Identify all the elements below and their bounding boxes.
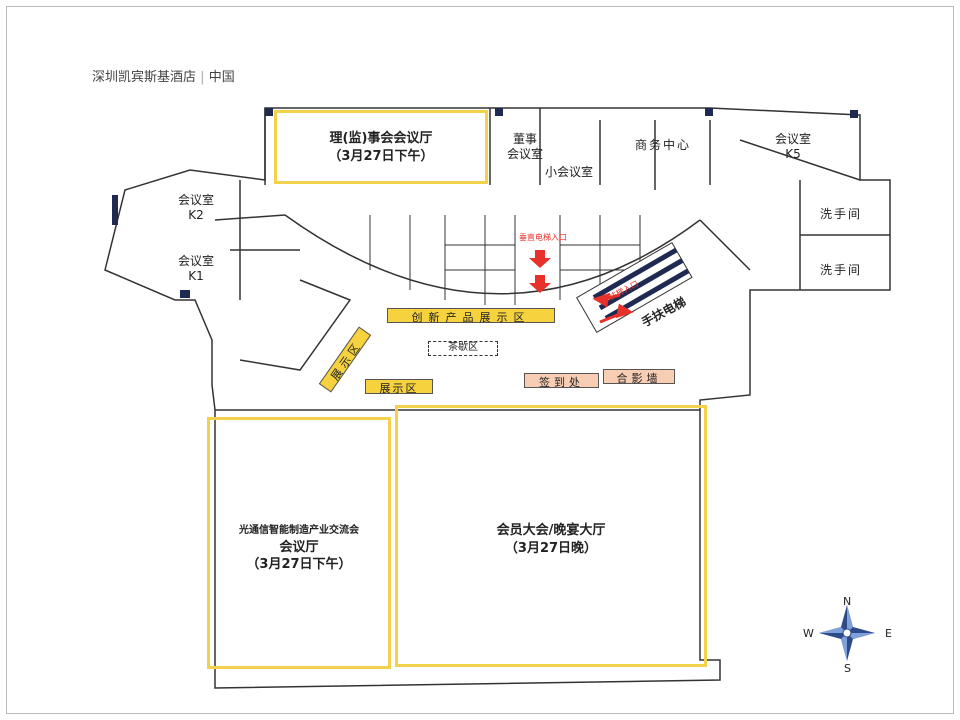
k5-code: K5 bbox=[785, 147, 801, 161]
display-zone[interactable]: 展示区 bbox=[365, 379, 433, 395]
escalator-icon bbox=[576, 241, 693, 334]
compass-icon bbox=[819, 605, 875, 661]
k1-name: 会议室 bbox=[178, 254, 215, 268]
council-hall-time: （3月27日下午） bbox=[328, 149, 434, 164]
tea-break-zone[interactable]: 茶歇区 bbox=[428, 341, 498, 356]
elevator-entry-label: 垂直电梯入口 bbox=[519, 233, 567, 242]
page-frame bbox=[6, 6, 954, 714]
elevator-arrow-icons bbox=[529, 250, 634, 324]
k2-code: K2 bbox=[188, 208, 204, 222]
compass-e: E bbox=[885, 627, 892, 640]
board-room[interactable]: 董事 会议室 bbox=[506, 132, 543, 161]
innovation-zone[interactable]: 创新产品展示区 bbox=[387, 308, 555, 324]
compass-s: S bbox=[844, 662, 851, 675]
hotel-name: 深圳凯宾斯基酒店 bbox=[92, 70, 197, 85]
check-in-desk[interactable]: 签到处 bbox=[524, 373, 599, 389]
photo-wall[interactable]: 合影墙 bbox=[603, 369, 675, 385]
main-hall-name: 会员大会/晚宴大厅 bbox=[496, 523, 606, 538]
hotel-location: 中国 bbox=[208, 70, 235, 85]
council-hall[interactable]: 理(监)事会会议厅 （3月27日下午） bbox=[274, 110, 488, 184]
compass-n: N bbox=[843, 595, 852, 608]
restroom-2[interactable]: 洗手间 bbox=[820, 263, 863, 277]
business-center[interactable]: 商务中心 bbox=[635, 138, 692, 152]
council-hall-name: 理(监)事会会议厅 bbox=[329, 131, 433, 146]
k5-name: 会议室 bbox=[775, 132, 812, 146]
hotel-title: 深圳凯宾斯基酒店 | 中国 bbox=[92, 70, 235, 85]
optical-hall-name: 会议厅 bbox=[279, 540, 319, 555]
compass-w: W bbox=[803, 627, 814, 640]
optical-hall-time: （3月27日下午） bbox=[246, 557, 352, 572]
small-meeting-room[interactable]: 小会议室 bbox=[545, 165, 594, 179]
main-hall[interactable]: 会员大会/晚宴大厅 （3月27日晚） bbox=[395, 405, 707, 667]
optical-hall-event: 光通信智能制造产业交流会 bbox=[239, 525, 359, 536]
restroom-1[interactable]: 洗手间 bbox=[820, 207, 863, 221]
optical-hall[interactable]: 光通信智能制造产业交流会 会议厅 （3月27日下午） bbox=[207, 417, 391, 669]
k2-name: 会议室 bbox=[178, 193, 215, 207]
main-hall-time: （3月27日晚） bbox=[504, 541, 598, 556]
k1-code: K1 bbox=[188, 269, 204, 283]
